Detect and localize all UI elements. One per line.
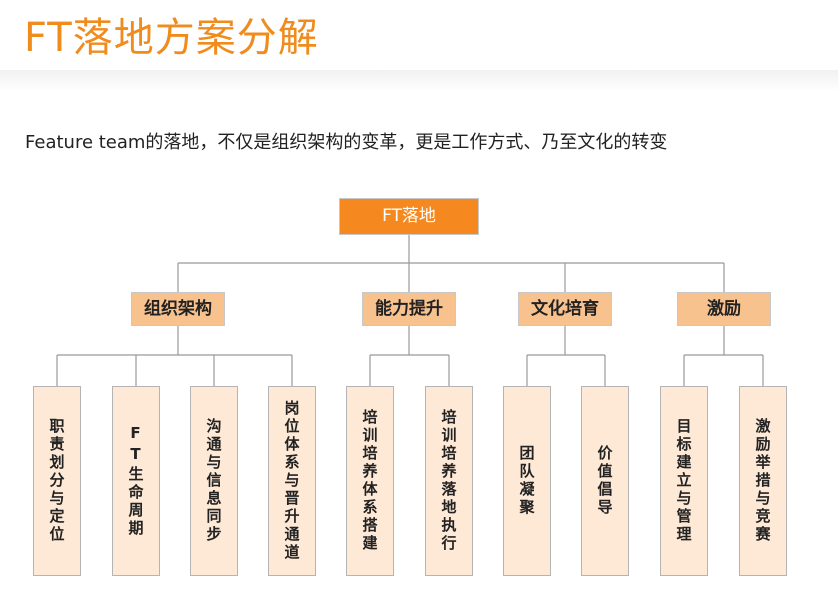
leaf-label: 目标建立与管理 <box>674 418 693 544</box>
leaf-node: 沟通与信息同步 <box>190 386 238 576</box>
leaf-label: 职责划分与定位 <box>47 418 66 544</box>
leaf-node: 目标建立与管理 <box>660 386 708 576</box>
leaf-label: 培训培养体系搭建 <box>360 409 379 553</box>
category-org-structure: 组织架构 <box>131 292 225 326</box>
leaf-node: FT生命周期 <box>112 386 160 576</box>
leaf-label: FT生命周期 <box>126 424 145 538</box>
leaf-label: 团队凝聚 <box>517 445 536 517</box>
leaf-node: 培训培养体系搭建 <box>346 386 394 576</box>
leaf-node: 岗位体系与晋升通道 <box>268 386 316 576</box>
category-incentive: 激励 <box>677 292 771 326</box>
category-culture: 文化培育 <box>518 292 612 326</box>
leaf-node: 激励举措与竞赛 <box>739 386 787 576</box>
page-title: FT落地方案分解 <box>24 15 319 61</box>
leaf-label: 沟通与信息同步 <box>204 418 223 544</box>
leaf-label: 激励举措与竞赛 <box>753 418 772 544</box>
leaf-node: 团队凝聚 <box>503 386 551 576</box>
title-divider <box>0 70 838 92</box>
leaf-label: 培训培养落地执行 <box>439 409 458 553</box>
root-node: FT落地 <box>339 198 479 235</box>
leaf-node: 培训培养落地执行 <box>425 386 473 576</box>
page-subtitle: Feature team的落地，不仅是组织架构的变革，更是工作方式、乃至文化的转… <box>25 132 668 153</box>
leaf-node: 职责划分与定位 <box>33 386 81 576</box>
leaf-node: 价值倡导 <box>581 386 629 576</box>
leaf-label: 岗位体系与晋升通道 <box>282 400 301 562</box>
category-capability: 能力提升 <box>362 292 456 326</box>
leaf-label: 价值倡导 <box>595 445 614 517</box>
